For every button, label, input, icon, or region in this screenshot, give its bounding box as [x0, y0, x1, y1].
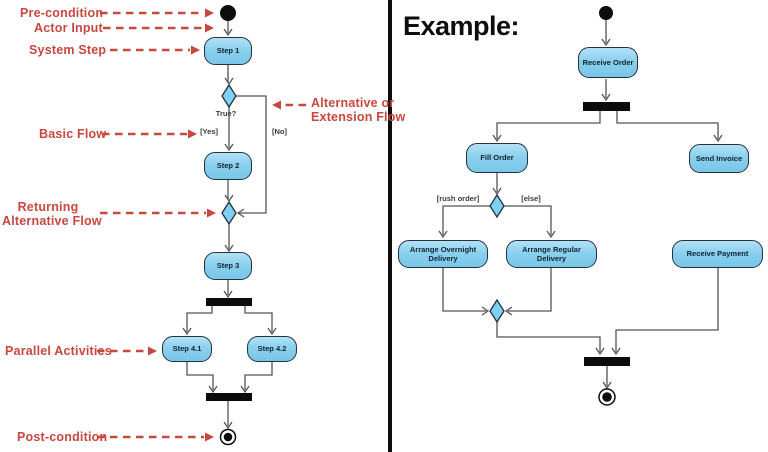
annotation-alternative-extension-flow: Alternative or Extension Flow — [311, 96, 406, 124]
arrowhead — [611, 347, 621, 356]
guard-no: [No] — [272, 127, 287, 136]
guard-else: [else] — [521, 194, 541, 203]
annotation-arrowhead — [207, 208, 216, 218]
final-node-dot — [223, 432, 233, 442]
activity-step-4-1: Step 4.1 — [162, 336, 212, 362]
panel-divider — [388, 0, 392, 452]
initial-node — [599, 6, 613, 20]
annotation-arrowhead — [205, 432, 214, 442]
arrowhead — [602, 381, 612, 390]
arrowhead — [223, 290, 233, 299]
initial-node — [220, 5, 236, 21]
arrowhead — [208, 385, 218, 394]
activity-send-invoice: Send Invoice — [689, 144, 749, 173]
arrowhead — [595, 347, 605, 356]
arrowhead — [224, 244, 234, 253]
edge-overnight-merge — [442, 268, 486, 312]
arrowhead — [438, 230, 448, 239]
arrowhead — [504, 306, 513, 316]
edge-step42-join — [244, 362, 273, 390]
annotation-arrowhead — [188, 129, 197, 139]
edge-fork-step42 — [244, 306, 273, 332]
arrowhead — [601, 38, 611, 47]
arrowhead — [546, 230, 556, 239]
merge-diamond — [489, 298, 505, 324]
guard-condition: True? — [215, 109, 237, 118]
fork-bar — [583, 102, 630, 111]
activity-arrange-overnight-delivery: Arrange Overnight Delivery — [398, 240, 488, 268]
merge-diamond — [221, 200, 237, 226]
edge-merge-join — [496, 322, 601, 352]
activity-receive-order: Receive Order — [578, 47, 638, 78]
annotation-system-step: System Step — [29, 43, 107, 57]
annotation-arrowhead — [205, 23, 214, 33]
annotation-actor-input: Actor Input — [34, 21, 103, 35]
arrowhead — [224, 194, 234, 203]
decision-diamond — [489, 193, 505, 219]
arrowhead — [182, 327, 192, 336]
arrowhead — [481, 306, 490, 316]
edge-fork-fill-order — [496, 111, 601, 139]
edge-fork-send-invoice — [616, 111, 719, 139]
annotation-arrowhead — [191, 45, 200, 55]
guard-yes: [Yes] — [200, 127, 218, 136]
activity-step-2: Step 2 — [204, 152, 252, 180]
decision-diamond — [221, 83, 237, 109]
activity-arrange-regular-delivery: Arrange Regular Delivery — [506, 240, 597, 268]
edge-rush-order — [442, 205, 490, 235]
join-bar — [584, 357, 630, 366]
activity-fill-order: Fill Order — [466, 143, 528, 173]
edge-no-branch — [236, 95, 267, 214]
edge-else — [504, 205, 552, 235]
annotation-post-condition: Post-condition — [17, 430, 108, 444]
edge-step41-join — [186, 362, 214, 390]
annotation-returning-alternative-flow: Returning Alternative Flow — [2, 200, 102, 228]
annotation-parallel-activities: Parallel Activities — [5, 344, 112, 358]
arrowhead — [601, 93, 611, 102]
arrowhead — [492, 134, 502, 143]
edge-payment-join — [615, 268, 719, 352]
arrowhead — [224, 77, 234, 86]
activity-receive-payment: Receive Payment — [672, 240, 763, 268]
edge-fork-step41 — [186, 306, 213, 332]
example-title: Example: — [403, 11, 520, 41]
arrowhead — [267, 327, 277, 336]
edge-regular-merge — [508, 268, 552, 312]
arrowhead — [240, 385, 250, 394]
activity-step-4-2: Step 4.2 — [247, 336, 297, 362]
final-node-dot — [602, 392, 612, 402]
annotation-arrowhead — [205, 8, 214, 18]
arrowhead — [236, 208, 245, 218]
guard-rush-order: [rush order] — [436, 194, 480, 203]
annotation-basic-flow: Basic Flow — [39, 127, 107, 141]
annotation-arrowhead — [272, 100, 281, 110]
activity-step-3: Step 3 — [204, 252, 252, 280]
arrowhead — [713, 134, 723, 143]
activity-step-1: Step 1 — [204, 37, 252, 65]
join-bar — [206, 393, 252, 401]
arrowhead — [223, 421, 233, 430]
arrowhead — [224, 143, 234, 152]
arrowhead — [223, 28, 233, 37]
annotation-arrowhead — [148, 346, 157, 356]
fork-bar — [206, 298, 252, 306]
annotation-pre-condition: Pre-condition — [20, 6, 104, 20]
